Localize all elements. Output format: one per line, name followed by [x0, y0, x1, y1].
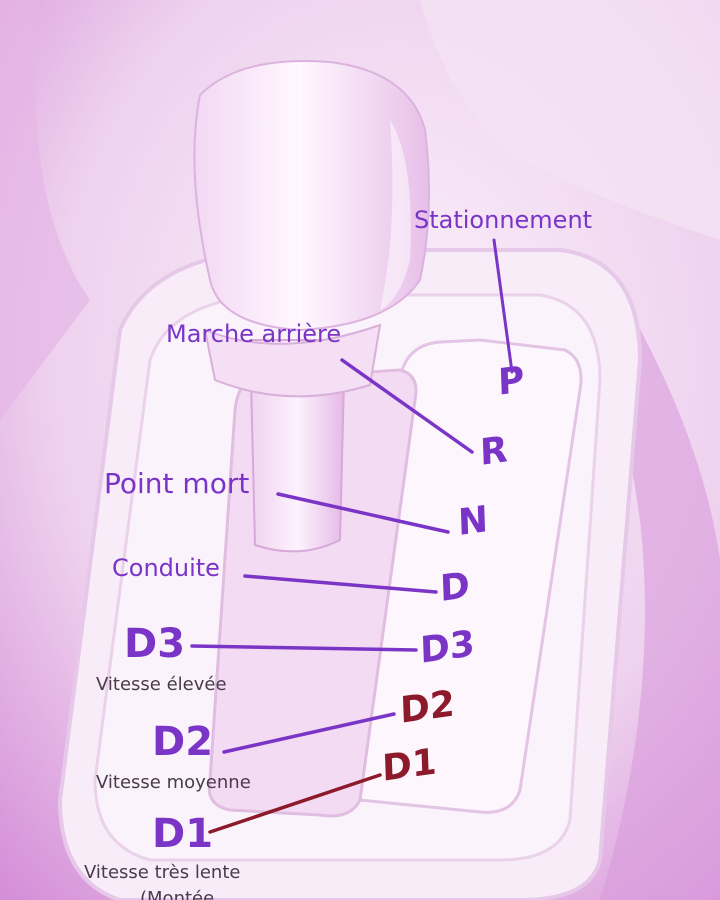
gear-letter-p: P: [497, 359, 525, 404]
label-d2-code: D2: [152, 719, 214, 765]
console-left-edge: [0, 0, 90, 420]
label-d1-desc: Vitesse très lente: [84, 862, 241, 883]
leader-lines: [190, 238, 514, 834]
label-d3-code: D3: [124, 621, 186, 667]
label-d3-desc: Vitesse élevée: [96, 674, 227, 695]
gear-knob: [193, 59, 430, 332]
leader-line-parking: [492, 238, 514, 374]
gear-letter-n: N: [457, 498, 489, 545]
gear-letter-d2: D2: [399, 683, 456, 732]
console-top-right: [420, 0, 720, 240]
leader-line-d3: [190, 644, 418, 652]
gear-letter-d1: D1: [381, 741, 438, 790]
leader-line-reverse: [340, 358, 474, 454]
label-reverse: Marche arrière: [166, 320, 342, 348]
label-parking: Stationnement: [414, 206, 593, 234]
label-neutral: Point mort: [104, 467, 250, 500]
gear-letter-d3: D3: [419, 623, 476, 672]
label-d2-desc: Vitesse moyenne: [96, 772, 251, 793]
gear-letter-d: D: [439, 564, 471, 611]
knob-highlight: [380, 120, 411, 310]
leader-line-d1: [208, 773, 382, 834]
lever-boot: [203, 323, 382, 398]
label-drive: Conduite: [112, 554, 220, 582]
label-d1-code: D1: [152, 811, 214, 857]
leader-line-neutral: [276, 492, 450, 534]
label-d1-desc-cont: (Montée: [140, 888, 215, 900]
leader-line-drive: [243, 574, 438, 594]
gear-letter-r: R: [479, 428, 509, 475]
leader-line-d2: [222, 712, 396, 754]
